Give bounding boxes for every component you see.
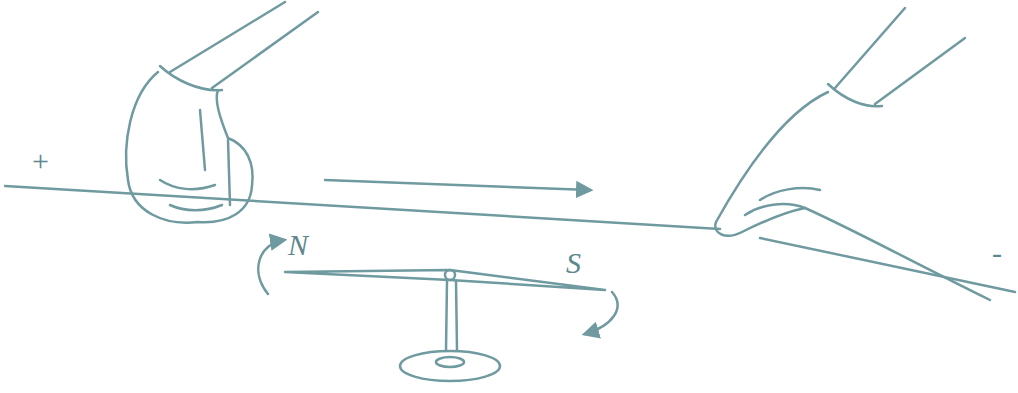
wire xyxy=(5,186,720,229)
finger xyxy=(200,110,205,170)
rotation-arrow xyxy=(585,292,618,334)
pivot xyxy=(445,270,455,280)
sleeve xyxy=(835,8,905,88)
sleeve xyxy=(170,2,285,72)
polarity-sign: - xyxy=(992,238,1002,268)
compass-base xyxy=(400,351,500,381)
sleeve xyxy=(875,38,965,104)
rotation-arrow xyxy=(258,240,284,294)
compass-needle xyxy=(285,270,605,290)
sleeve xyxy=(212,12,318,88)
finger xyxy=(160,180,215,189)
pole-letter: S xyxy=(566,248,581,278)
polarity-sign: + xyxy=(32,146,49,176)
pole-letter: N xyxy=(288,230,308,260)
current-arrow xyxy=(325,180,590,190)
compass-stand xyxy=(446,281,457,350)
wire xyxy=(760,238,1015,292)
cuff xyxy=(160,66,222,90)
hand xyxy=(715,92,990,300)
finger xyxy=(170,205,222,210)
finger xyxy=(745,204,805,215)
cuff xyxy=(828,84,882,106)
compass-base xyxy=(436,357,464,367)
finger xyxy=(228,140,230,205)
fist xyxy=(126,72,252,223)
finger xyxy=(760,188,820,200)
